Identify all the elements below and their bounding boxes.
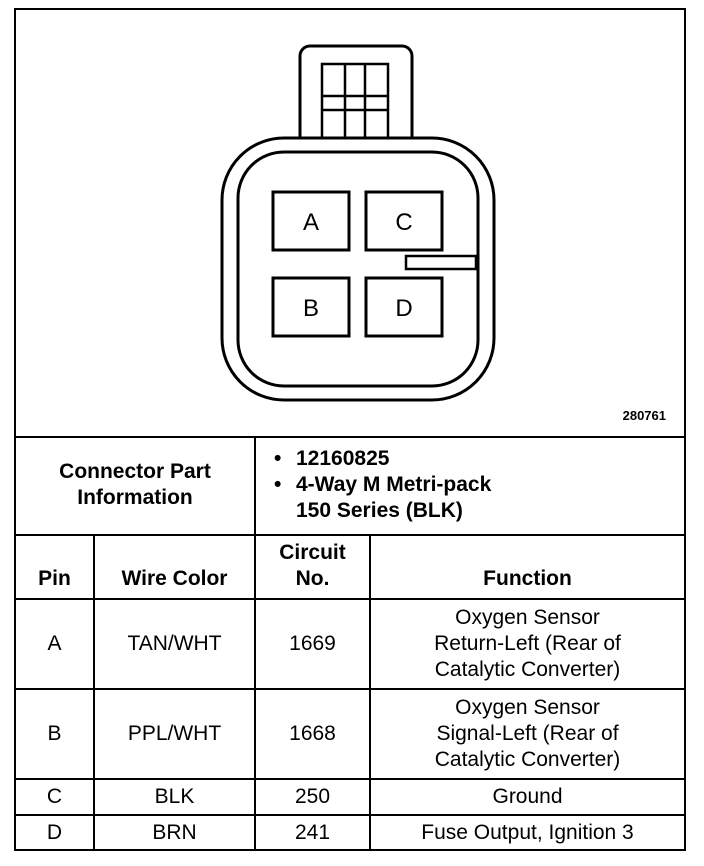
cell-pin: C <box>16 778 95 816</box>
cell-wire-color: BRN <box>93 814 256 850</box>
table-row: B PPL/WHT 1668 Oxygen Sensor Signal-Left… <box>16 688 685 780</box>
pin-label-b: B <box>303 295 319 322</box>
cell-circuit: 250 <box>254 778 371 816</box>
cell-wire-color: BLK <box>93 778 256 816</box>
connector-diagram: A C B D 280761 <box>16 10 684 438</box>
cell-pin: D <box>16 814 95 850</box>
cell-function: Ground <box>368 778 685 816</box>
connector-key-notch <box>404 254 478 271</box>
pin-cavity-a <box>271 190 351 252</box>
part-info-label: Connector Part Information <box>16 436 256 536</box>
figure-id: 280761 <box>622 408 666 423</box>
pin-label-c: C <box>395 209 412 236</box>
connector-info-frame: A C B D 280761 Connector Part Informatio… <box>14 8 686 851</box>
connector-illustration: A C B D <box>220 44 496 402</box>
header-pin: Pin <box>16 534 95 600</box>
part-info-values: •12160825 •4-Way M Metri-pack 150 Series… <box>253 436 685 536</box>
cell-function: Oxygen Sensor Signal-Left (Rear of Catal… <box>368 688 685 780</box>
table-row: A TAN/WHT 1669 Oxygen Sensor Return-Left… <box>16 598 685 690</box>
header-circuit: Circuit No. <box>254 534 371 600</box>
cell-pin: B <box>16 688 95 780</box>
connector-table: Connector Part Information •12160825 •4-… <box>16 436 685 850</box>
cell-wire-color: TAN/WHT <box>93 598 256 690</box>
part-description-2: 150 Series (BLK) <box>296 499 463 522</box>
table-row: D BRN 241 Fuse Output, Ignition 3 <box>16 814 685 850</box>
table-row: C BLK 250 Ground <box>16 778 685 816</box>
cell-pin: A <box>16 598 95 690</box>
pin-cavity-d <box>364 276 444 338</box>
pin-cavity-b <box>271 276 351 338</box>
cell-circuit: 1669 <box>254 598 371 690</box>
cell-function: Oxygen Sensor Return-Left (Rear of Catal… <box>368 598 685 690</box>
pin-label-a: A <box>303 209 319 236</box>
cell-circuit: 1668 <box>254 688 371 780</box>
pin-label-d: D <box>395 295 412 322</box>
header-wire-color: Wire Color <box>93 534 256 600</box>
connector-lock-tab-inner <box>320 62 390 148</box>
cell-function: Fuse Output, Ignition 3 <box>368 814 685 850</box>
part-number: •12160825 <box>274 447 390 470</box>
header-function: Function <box>368 534 685 600</box>
cell-circuit: 241 <box>254 814 371 850</box>
cell-wire-color: PPL/WHT <box>93 688 256 780</box>
part-info-row: Connector Part Information •12160825 •4-… <box>16 436 685 536</box>
table-header-row: Pin Wire Color Circuit No. Function <box>16 534 685 600</box>
pin-cavity-c <box>364 190 444 252</box>
part-description: •4-Way M Metri-pack <box>274 473 492 496</box>
